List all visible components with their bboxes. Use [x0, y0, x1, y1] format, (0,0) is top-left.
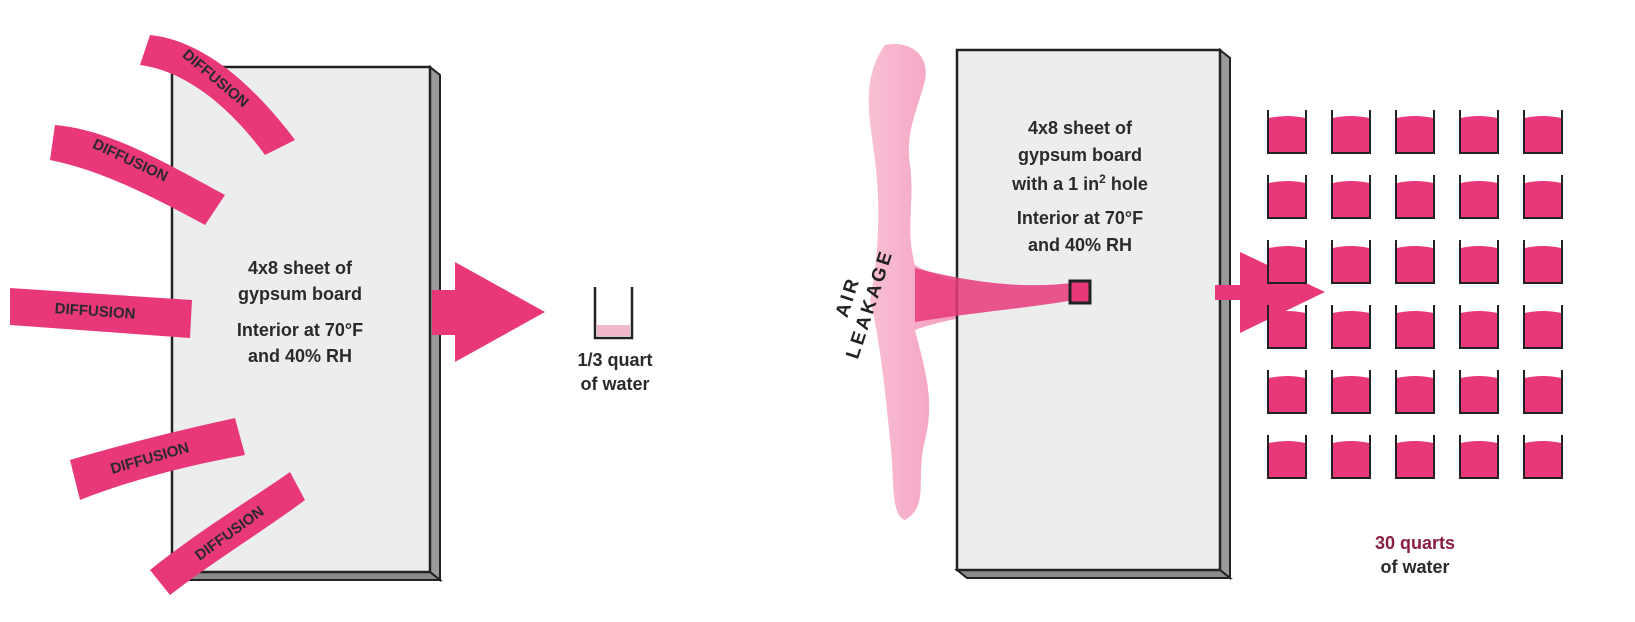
container-water [1525, 311, 1561, 347]
container-water [1525, 246, 1561, 282]
left-result-arrow [432, 262, 545, 362]
container-water [1397, 181, 1433, 217]
container-water [1269, 311, 1305, 347]
container-water [1333, 376, 1369, 412]
water-container [1332, 110, 1370, 153]
right-sheet-line-2: gypsum board [970, 145, 1190, 167]
water-container [1396, 110, 1434, 153]
container-water [1397, 311, 1433, 347]
water-container [1524, 305, 1562, 348]
container-water [1461, 441, 1497, 477]
right-result-line-2: of water [1340, 557, 1490, 579]
water-container [1460, 435, 1498, 478]
water-container [1396, 240, 1434, 283]
right-sheet-line-3-prefix: with a 1 in [1012, 174, 1099, 194]
container-water [1461, 246, 1497, 282]
water-container [1268, 240, 1306, 283]
container-water [1397, 376, 1433, 412]
water-container [1396, 370, 1434, 413]
container-water [1397, 116, 1433, 152]
water-container [1332, 370, 1370, 413]
container-water [1525, 376, 1561, 412]
water-container [1332, 175, 1370, 218]
right-interior-line-2: and 40% RH [970, 235, 1190, 257]
water-container [1460, 110, 1498, 153]
water-container [1460, 175, 1498, 218]
board-hole [1070, 281, 1090, 303]
water-container [1460, 240, 1498, 283]
water-container [1332, 305, 1370, 348]
left-interior-line-2: and 40% RH [195, 346, 405, 368]
right-sheet-line-1: 4x8 sheet of [970, 118, 1190, 140]
water-container [1268, 370, 1306, 413]
container-water [1461, 376, 1497, 412]
container-water [1397, 441, 1433, 477]
water-container [1524, 370, 1562, 413]
water-container [1268, 175, 1306, 218]
water-container [1396, 175, 1434, 218]
container-water [1269, 246, 1305, 282]
container-water [1269, 376, 1305, 412]
right-interior-line-1: Interior at 70°F [970, 208, 1190, 230]
container-water [1525, 441, 1561, 477]
left-result-line-1: 1/3 quart [550, 350, 680, 372]
left-sheet-line-2: gypsum board [195, 284, 405, 306]
water-container [1268, 435, 1306, 478]
water-container [1460, 305, 1498, 348]
container-water [1333, 311, 1369, 347]
container-water [1333, 116, 1369, 152]
water-container [1460, 370, 1498, 413]
container-water [1269, 441, 1305, 477]
water-container [1524, 240, 1562, 283]
right-sheet-line-3-sup: 2 [1099, 172, 1106, 186]
container-water [1397, 246, 1433, 282]
container-water [1333, 246, 1369, 282]
water-container [1524, 435, 1562, 478]
container-water [1269, 181, 1305, 217]
water-container [1524, 175, 1562, 218]
left-result-line-2: of water [550, 374, 680, 396]
right-sheet-line-3: with a 1 in2 hole [970, 172, 1190, 196]
left-sheet-line-1: 4x8 sheet of [195, 258, 405, 280]
right-board-edge [1220, 50, 1230, 578]
container-water [1333, 441, 1369, 477]
container-water [1461, 181, 1497, 217]
container-water [1525, 181, 1561, 217]
small-cup-water [597, 325, 630, 336]
container-water [1461, 116, 1497, 152]
water-container [1396, 435, 1434, 478]
right-result-line-1: 30 quarts [1340, 533, 1490, 555]
container-water [1269, 116, 1305, 152]
water-container [1396, 305, 1434, 348]
container-water [1525, 116, 1561, 152]
left-interior-line-1: Interior at 70°F [195, 320, 405, 342]
right-sheet-line-3-suffix: hole [1106, 174, 1148, 194]
water-container [1524, 110, 1562, 153]
water-container [1332, 240, 1370, 283]
water-container [1332, 435, 1370, 478]
container-water [1333, 181, 1369, 217]
container-water [1461, 311, 1497, 347]
water-container [1268, 110, 1306, 153]
